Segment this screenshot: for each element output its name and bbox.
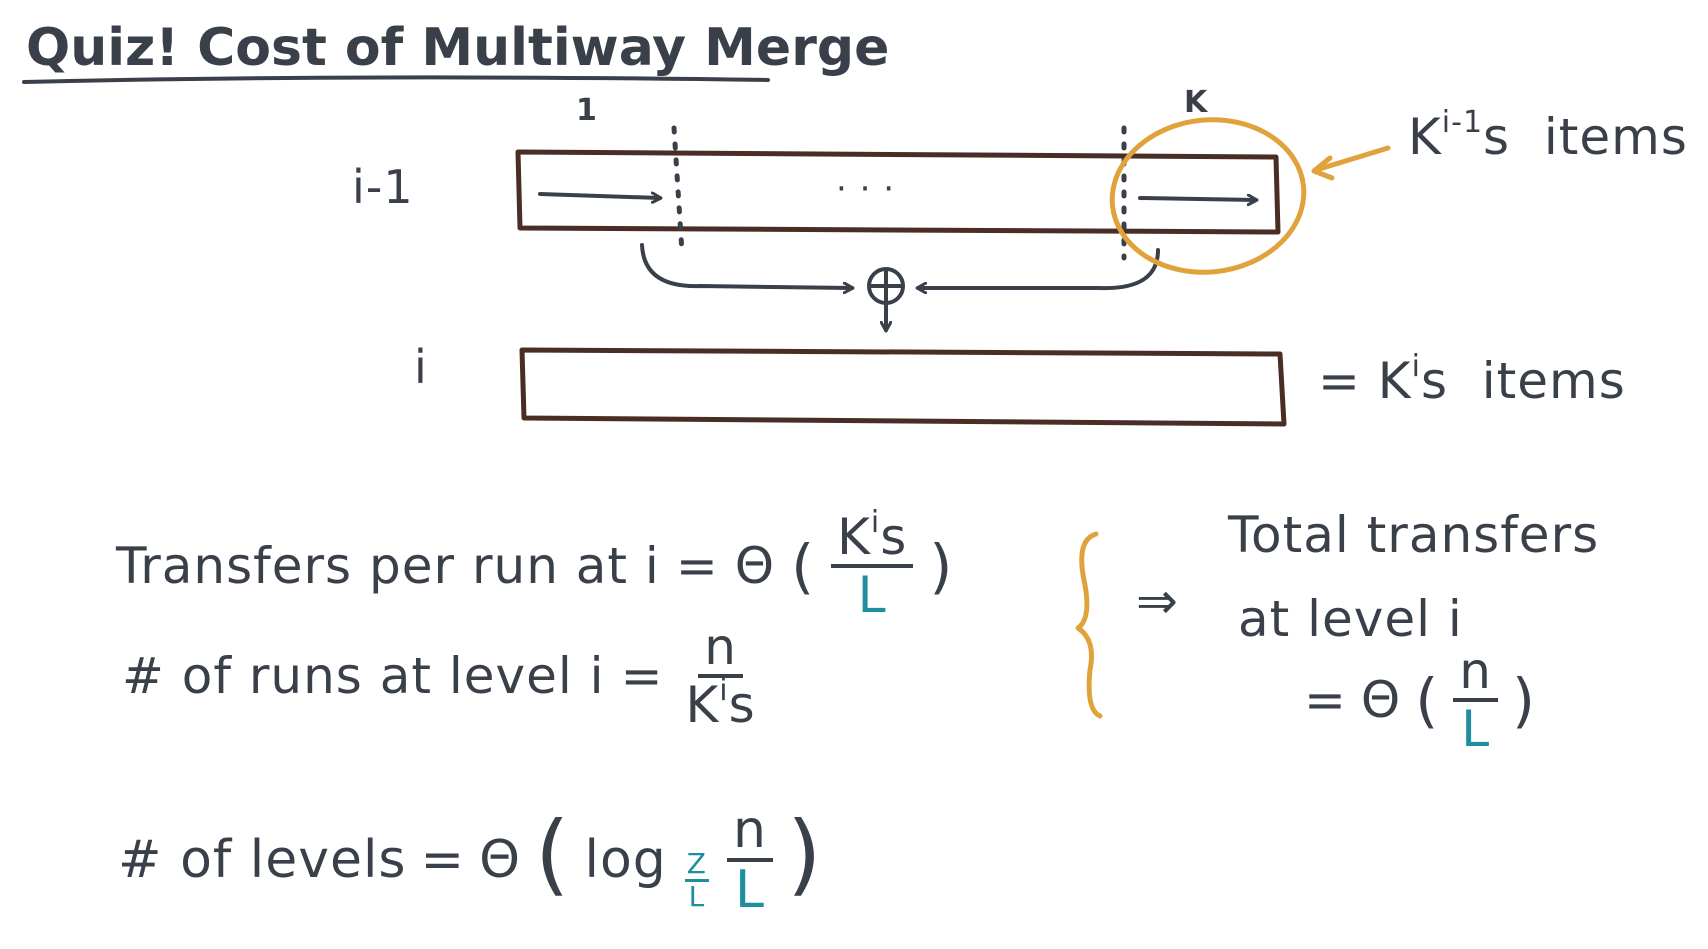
summary-brace [1075, 531, 1103, 719]
total-transfers-result: = Θ ( n L ) [1304, 642, 1537, 758]
merge-arrow-left [640, 243, 852, 288]
transfers-per-run-equation: Transfers per run at i = Θ ( Kis L ) [116, 504, 954, 624]
last-run-highlight [1109, 117, 1307, 275]
total-transfers-fraction: n L [1453, 646, 1498, 754]
transfers-per-run-fraction: Kis L [831, 507, 914, 620]
level-prev-label: i-1 [352, 160, 414, 214]
transfers-per-run-label: Transfers per run at i [116, 537, 660, 595]
annotation-prev-items: Ki-1s items [1408, 104, 1688, 166]
levels-label: # of levels [118, 830, 407, 890]
level-cur-label: i [414, 340, 428, 394]
page-title: Quiz! Cost of Multiway Merge [26, 18, 890, 78]
runs-at-level-label: # of runs at level i [122, 647, 605, 705]
implies-arrow: ⇒ [1136, 572, 1179, 630]
level-prev-box [515, 149, 1281, 235]
merge-arrow-right [918, 248, 1160, 288]
run-first-label: 1 [576, 93, 598, 128]
title-underline [22, 75, 770, 84]
run-last-label: K [1184, 85, 1209, 120]
annotation-cur-items: = Kis items [1318, 348, 1626, 410]
runs-at-level-equation: # of runs at level i = n Kis [122, 622, 762, 730]
runs-at-level-fraction: n Kis [685, 618, 756, 734]
levels-equation: # of levels = Θ ( log Z L n L ) [118, 800, 823, 920]
run-ellipsis: · · · [836, 169, 896, 209]
total-transfers-line1: Total transfers [1228, 506, 1600, 564]
levels-fraction: n L [726, 804, 773, 916]
highlight-pointer-arrow [1313, 145, 1391, 173]
run-last-scan-arrow [1138, 198, 1256, 200]
run-first-separator [671, 125, 685, 255]
run-first-scan-arrow [538, 194, 660, 198]
total-transfers-line2: at level i [1238, 590, 1463, 648]
level-cur-box [519, 347, 1287, 427]
log-base-fraction: Z L [684, 846, 709, 913]
